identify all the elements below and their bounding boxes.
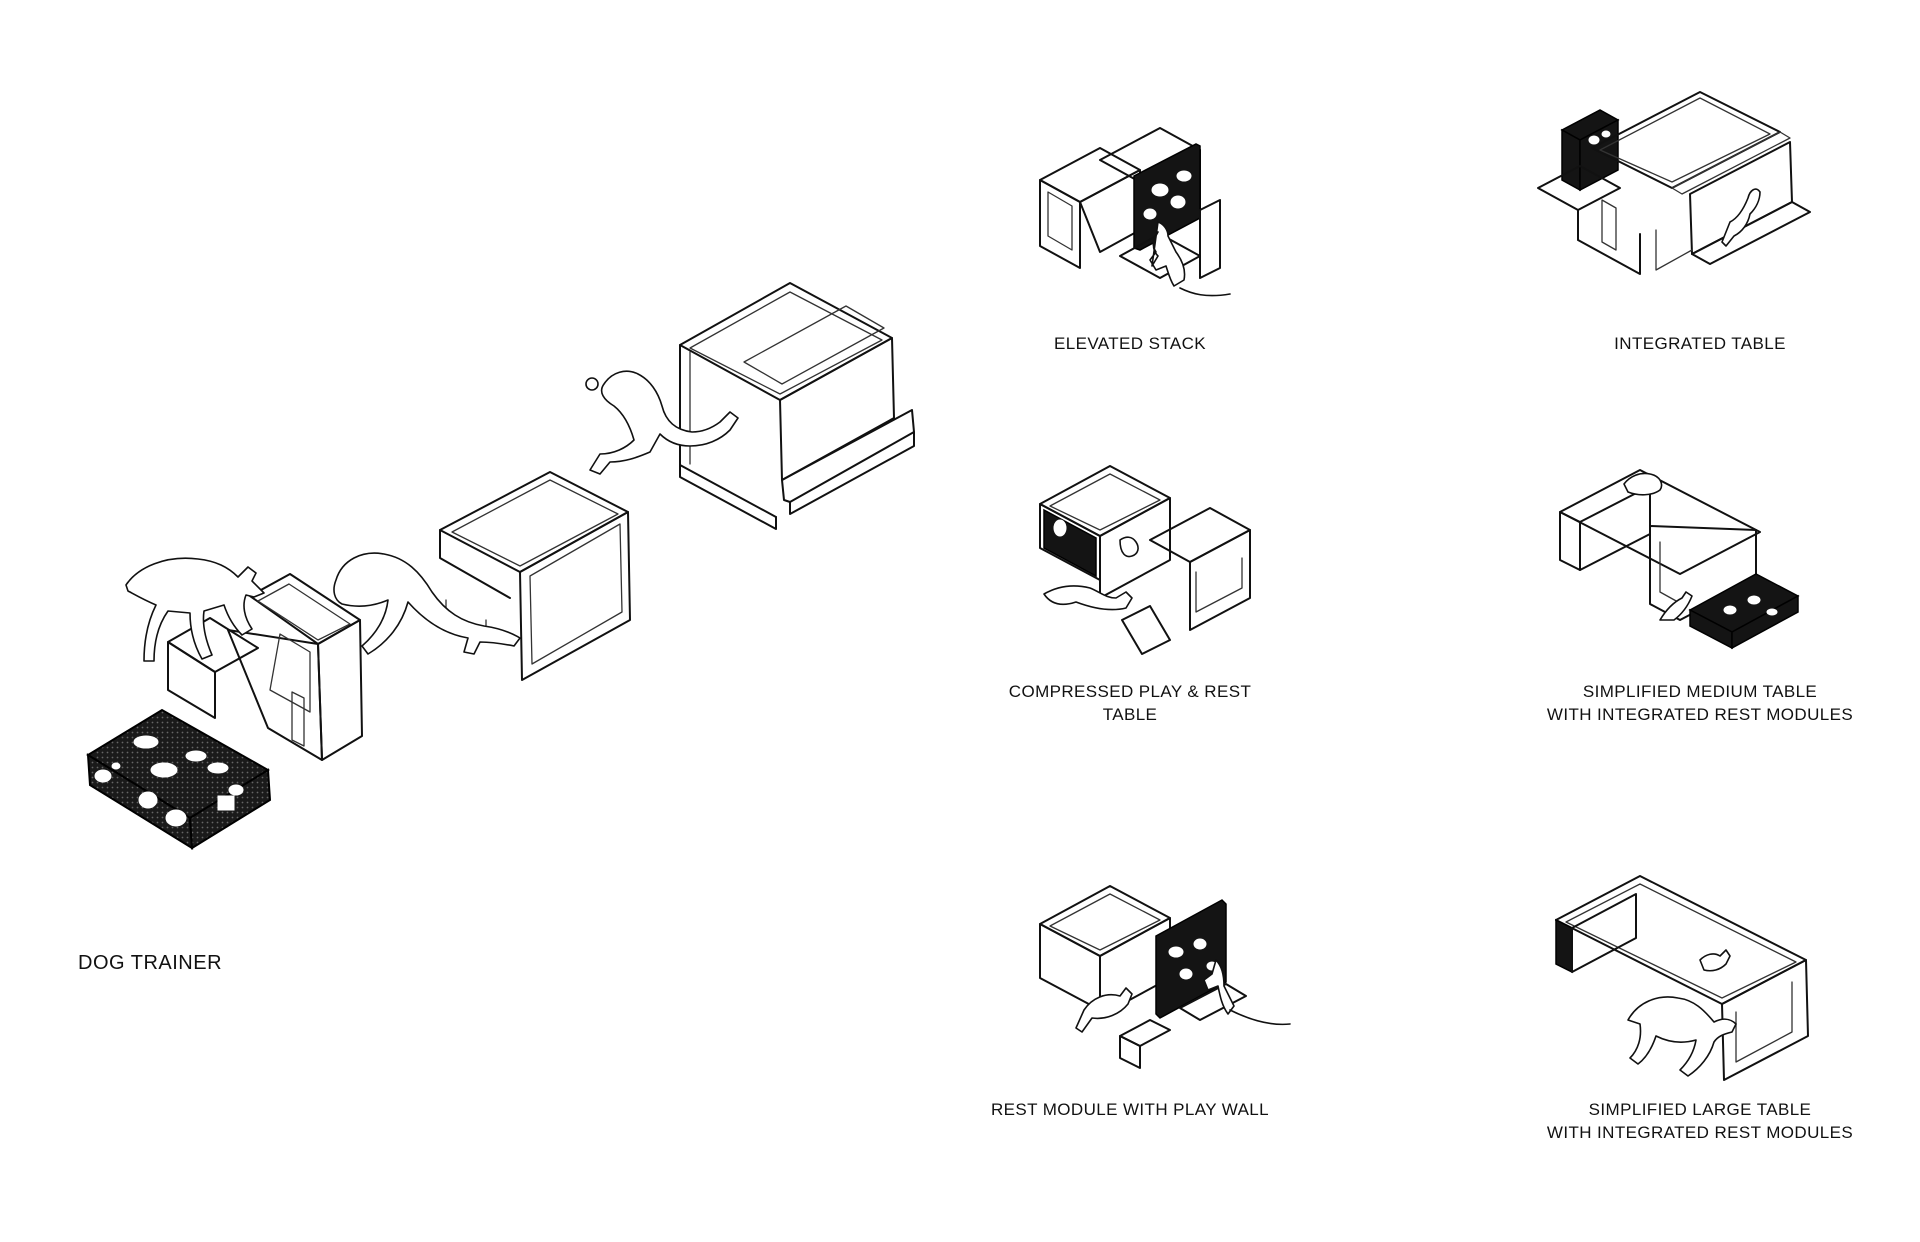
trainer-module-tall [679,282,915,530]
compressed-play-rest-illustration [1039,465,1251,655]
cat-sitting-silhouette [1075,987,1133,1033]
cat-small-silhouette [1119,536,1139,558]
compressed-play-rest-caption: COMPRESSED PLAY & REST TABLE [990,680,1270,726]
cat-lying-silhouette [1043,585,1133,611]
integrated-table-illustration [1537,91,1811,275]
simplified-medium-table-caption: SIMPLIFIED MEDIUM TABLE WITH INTEGRATED … [1520,680,1880,726]
perforated-mat [86,708,272,850]
rest-module-play-wall-illustration [1039,885,1291,1069]
cat-climbing-silhouette [1149,221,1231,297]
simplified-large-table-illustration [1555,875,1809,1081]
trainer-module-table [439,471,631,681]
simplified-large-table-caption: SIMPLIFIED LARGE TABLE WITH INTEGRATED R… [1520,1098,1880,1144]
cat-standing-silhouette [1721,188,1761,247]
integrated-table-caption: INTEGRATED TABLE [1560,332,1840,355]
dog-stretching-silhouette [333,552,521,655]
caption-line: TABLE [1102,705,1158,724]
cat-perched-silhouette [1699,949,1731,972]
dog-trainer-illustration [86,282,915,850]
caption-line: SIMPLIFIED LARGE TABLE [1588,1100,1812,1119]
dog-trainer-caption: DOG TRAINER [78,952,223,974]
ball-icon [585,377,599,391]
elevated-stack-caption: ELEVATED STACK [1020,332,1240,355]
dog-standing-silhouette [1627,996,1737,1077]
dog-leaping-silhouette [589,370,739,475]
elevated-stack-illustration [1039,127,1231,297]
caption-line: SIMPLIFIED MEDIUM TABLE [1582,682,1818,701]
cat-climbing-wall-silhouette [1203,959,1291,1026]
rest-module-play-wall-caption: REST MODULE WITH PLAY WALL [980,1098,1280,1121]
dog-sniffing-silhouette [125,557,265,662]
caption-line: WITH INTEGRATED REST MODULES [1546,1123,1854,1142]
cat-sleeping-silhouette [1623,472,1663,496]
simplified-medium-table-illustration [1559,469,1800,650]
caption-line: INTEGRATED TABLE [1614,334,1786,353]
caption-line: WITH INTEGRATED REST MODULES [1546,705,1854,724]
cat-peeking-silhouette [1659,591,1693,621]
caption-line: COMPRESSED PLAY & REST [1008,682,1252,701]
caption-line: ELEVATED STACK [1053,334,1207,353]
caption-line: REST MODULE WITH PLAY WALL [990,1100,1270,1119]
